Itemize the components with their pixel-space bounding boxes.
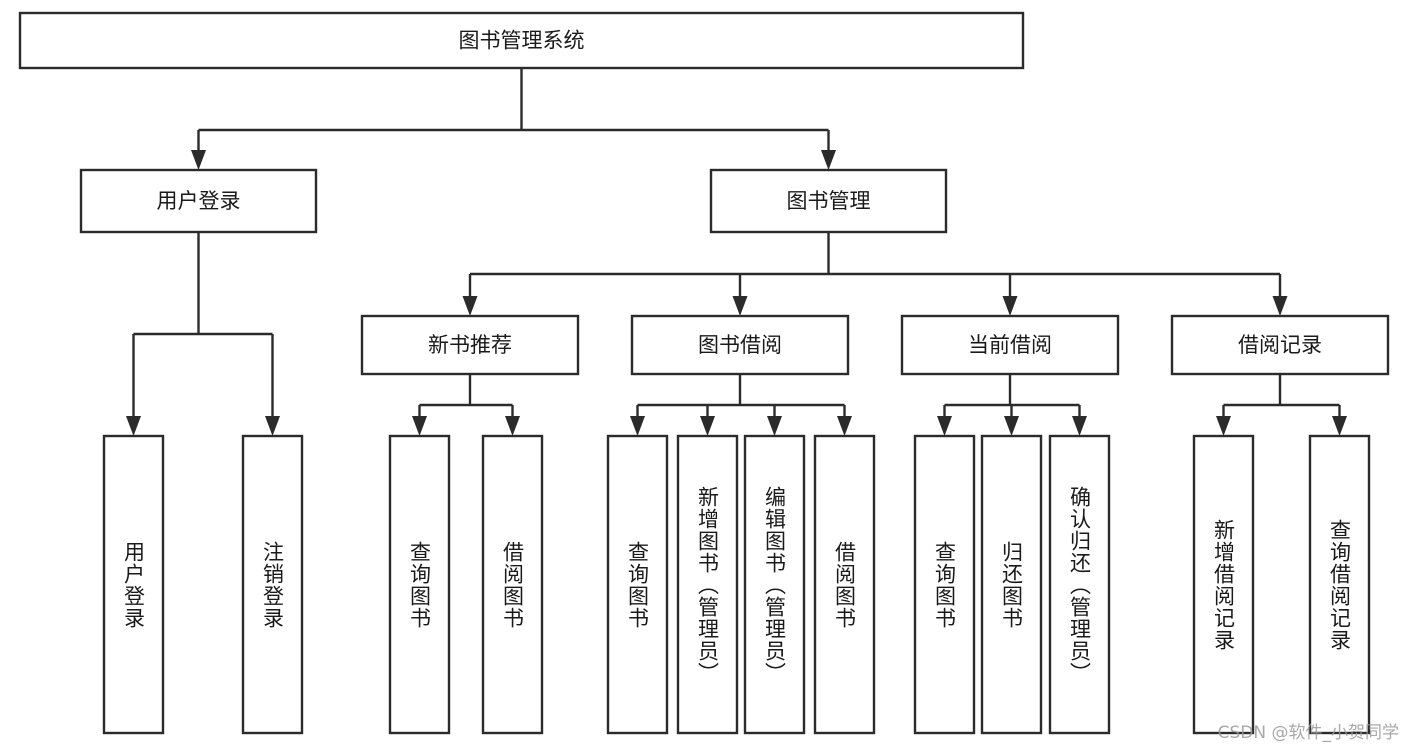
node-box-leaf-borrow-book-2[interactable] (813, 434, 876, 735)
connector-group-new-book-rec (412, 374, 520, 436)
arrow-head-icon (462, 296, 478, 316)
node-box-book-borrow[interactable] (630, 314, 850, 376)
node-label-root: 图书管理系统 (459, 29, 585, 53)
arrow-head-icon (767, 416, 782, 436)
arrow-head-icon (732, 296, 748, 316)
arrow-head-icon (1272, 296, 1288, 316)
node-box-borrow-record[interactable] (1170, 314, 1390, 376)
node-label-user-login: 用户登录 (157, 189, 241, 213)
node-box-leaf-logout[interactable] (241, 434, 304, 735)
arrow-head-icon (1072, 416, 1087, 436)
node-box-user-login[interactable] (79, 168, 318, 234)
connector-group-user-login (126, 232, 280, 436)
arrow-head-icon (700, 416, 715, 436)
node-label-current-borrow: 当前借阅 (968, 333, 1052, 357)
node-box-leaf-confirm-return[interactable] (1048, 434, 1111, 735)
arrow-head-icon (1332, 416, 1347, 436)
node-label-book-manage: 图书管理 (787, 189, 871, 213)
edges-layer (126, 68, 1347, 436)
connector-group-root (191, 68, 836, 170)
arrow-head-icon (837, 416, 852, 436)
arrow-head-icon (1004, 416, 1019, 436)
boxes-layer (18, 11, 1390, 735)
node-box-book-manage[interactable] (709, 168, 948, 234)
arrow-head-icon (505, 416, 520, 436)
node-label-new-book-rec: 新书推荐 (428, 333, 512, 357)
node-box-new-book-rec[interactable] (360, 314, 580, 376)
arrow-head-icon (191, 150, 206, 170)
arrow-head-icon (126, 416, 141, 436)
arrow-head-icon (1216, 416, 1231, 436)
arrow-head-icon (412, 416, 427, 436)
arrow-head-icon (630, 416, 645, 436)
watermark-text: CSDN @软件_小贺同学 (1217, 723, 1399, 743)
node-box-leaf-query-book-2[interactable] (606, 434, 669, 735)
connector-group-borrow-record (1216, 374, 1347, 436)
arrow-head-icon (821, 150, 836, 170)
node-box-leaf-add-book[interactable] (676, 434, 739, 735)
node-box-leaf-user-login[interactable] (102, 434, 165, 735)
connector-group-book-manage (462, 232, 1288, 316)
node-box-leaf-borrow-book-1[interactable] (481, 434, 544, 735)
node-box-leaf-query-book-1[interactable] (388, 434, 451, 735)
arrow-head-icon (1002, 296, 1018, 316)
node-label-borrow-record: 借阅记录 (1238, 333, 1322, 357)
arrow-head-icon (265, 416, 280, 436)
connector-group-book-borrow (630, 374, 852, 436)
arrow-head-icon (937, 416, 952, 436)
node-box-leaf-return-book[interactable] (980, 434, 1043, 735)
node-box-leaf-add-record[interactable] (1192, 434, 1255, 735)
node-box-leaf-query-book-3[interactable] (913, 434, 976, 735)
node-label-book-borrow: 图书借阅 (698, 333, 782, 357)
node-box-leaf-edit-book[interactable] (743, 434, 806, 735)
node-box-root[interactable] (18, 11, 1025, 70)
connector-group-current-borrow (937, 374, 1087, 436)
node-box-current-borrow[interactable] (900, 314, 1120, 376)
node-box-leaf-query-record[interactable] (1308, 434, 1371, 735)
